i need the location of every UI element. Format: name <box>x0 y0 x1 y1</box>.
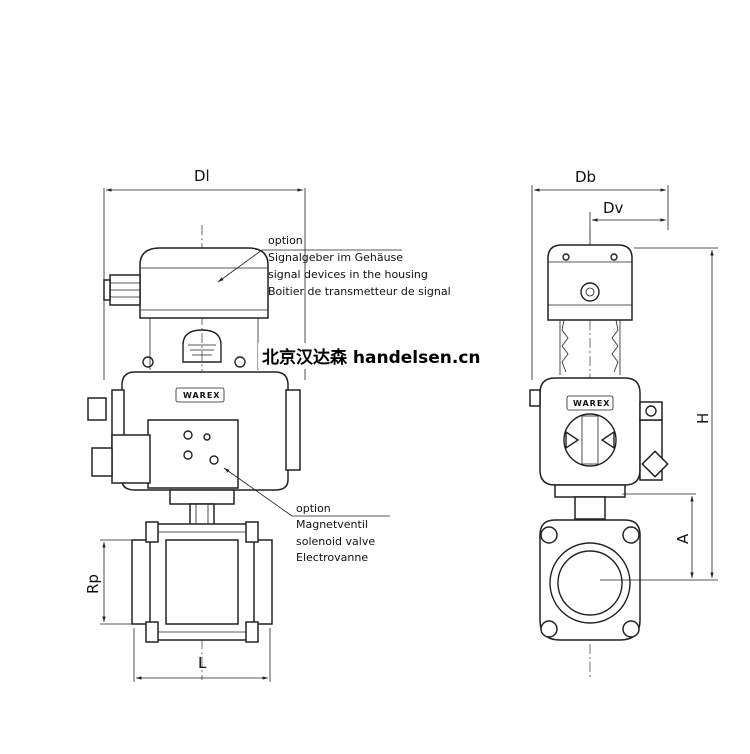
dim-a-label: A <box>674 533 692 544</box>
callout-solenoid-de: Magnetventil <box>296 518 368 531</box>
dim-dv-label: Dv <box>603 199 624 217</box>
callout-solenoid-fr: Electrovanne <box>296 551 368 564</box>
front-view: Dl <box>84 167 451 682</box>
callout-solenoid-en: solenoid valve <box>296 535 375 548</box>
actuator: WAREX <box>87 371 301 491</box>
callout-solenoid-option: option <box>296 502 331 515</box>
valve-body-front <box>131 521 273 643</box>
dim-rp-label: Rp <box>84 574 102 594</box>
dim-l-label: L <box>198 654 207 672</box>
callout-signal-en: signal devices in the housing <box>268 268 428 281</box>
callout-signal-option: option <box>268 234 303 247</box>
signal-housing <box>103 247 269 370</box>
dim-dl-label: Dl <box>194 167 210 185</box>
watermark-text: 北京汉达森 handelsen.cn <box>262 347 481 368</box>
callout-signal-fr: Boitier de transmetteur de signal <box>268 285 451 298</box>
side-view: Db Dv WAREX <box>529 168 718 680</box>
brand-plate-side: WAREX <box>573 399 610 408</box>
dim-db-label: Db <box>575 168 596 186</box>
brand-plate-front: WAREX <box>183 391 220 400</box>
valve-body-side <box>539 519 641 641</box>
dim-h-label: H <box>694 413 712 424</box>
callout-signal-de: Signalgeber im Gehäuse <box>268 251 403 264</box>
